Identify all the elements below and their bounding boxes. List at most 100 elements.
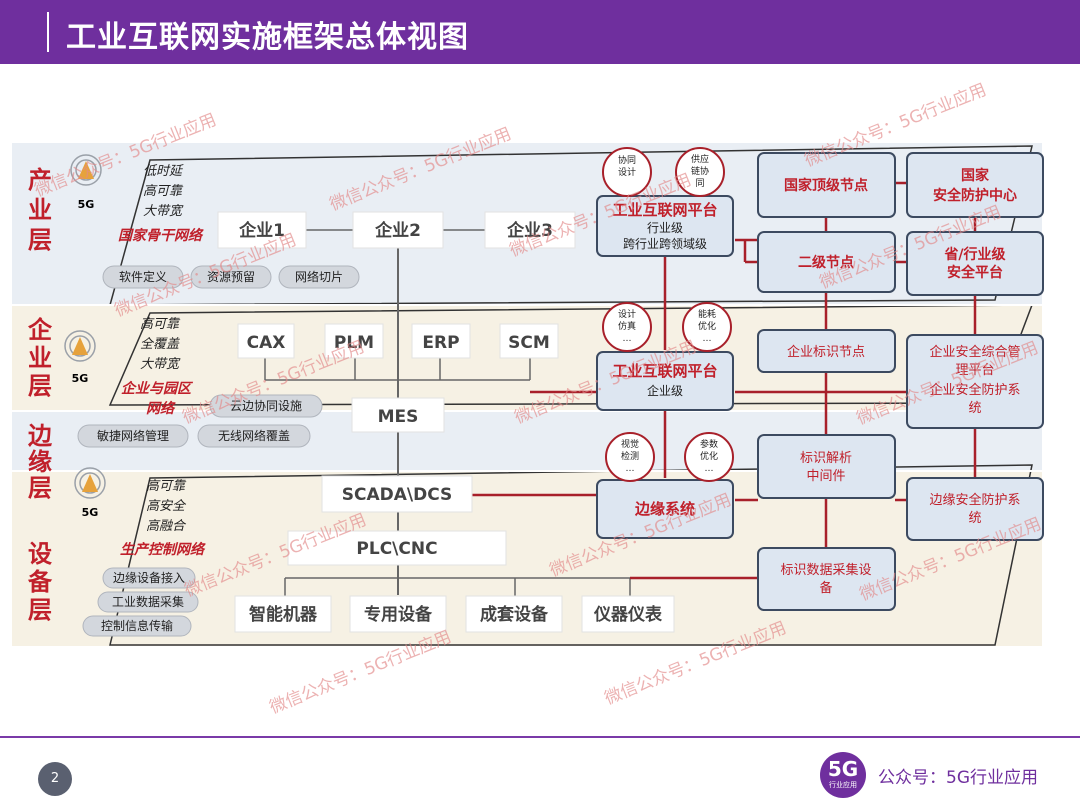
feature-text: 高融合 (146, 519, 187, 534)
capability-pill: 云边协同设施 (209, 394, 323, 418)
secondary-node-box: 二级节点 (757, 231, 896, 293)
svg-text:软件定义: 软件定义 (119, 269, 167, 284)
layer-label-industry: 产业层 (28, 166, 52, 254)
svg-text:企业安全防护系: 企业安全防护系 (929, 382, 1020, 398)
5g-antenna-icon: 5G (70, 154, 102, 211)
svg-text:仿真: 仿真 (618, 320, 636, 332)
app-circle: 设计仿真… (602, 302, 652, 352)
svg-text:CAX: CAX (247, 333, 286, 353)
capability-pill: 工业数据采集 (97, 591, 199, 613)
svg-text:边缘设备接入: 边缘设备接入 (113, 570, 185, 585)
enterprise-box: 企业2 (352, 211, 444, 249)
mes-box: MES (351, 397, 445, 433)
svg-text:企业安全综合管: 企业安全综合管 (929, 344, 1020, 360)
app-circle: 视觉检测… (605, 432, 655, 482)
footer-divider (0, 736, 1080, 738)
industry-platform-box: 工业互联网平台 行业级 跨行业跨领域级 (596, 195, 734, 257)
svg-text:敏捷网络管理: 敏捷网络管理 (97, 428, 169, 443)
network-name: 网络 (146, 400, 176, 417)
svg-text:安全防护中心: 安全防护中心 (933, 187, 1017, 204)
svg-text:国家: 国家 (961, 167, 990, 184)
svg-text:备: 备 (819, 580, 832, 596)
capability-pill: 敏捷网络管理 (77, 424, 189, 448)
svg-text:专用设备: 专用设备 (364, 604, 433, 625)
feature-text: 大带宽 (143, 203, 184, 219)
svg-text:控制信息传输: 控制信息传输 (101, 618, 173, 633)
svg-text:工业数据采集: 工业数据采集 (112, 594, 184, 609)
svg-text:…: … (626, 464, 635, 474)
svg-text:工业互联网平台: 工业互联网平台 (612, 201, 717, 219)
svg-text:企业2: 企业2 (374, 220, 421, 241)
svg-text:行业级: 行业级 (647, 221, 683, 235)
device-box: 智能机器 (234, 595, 332, 633)
national-top-node-box: 国家顶级节点 (757, 152, 896, 218)
svg-text:二级节点: 二级节点 (798, 254, 854, 271)
red-connectors (465, 181, 977, 580)
page-title: 工业互联网实施框架总体视图 (66, 20, 469, 55)
svg-text:边缘安全防护系: 边缘安全防护系 (929, 492, 1020, 508)
svg-text:智能机器: 智能机器 (249, 604, 318, 625)
system-box: PLM (324, 323, 384, 359)
capability-pill: 边缘设备接入 (102, 567, 196, 589)
svg-text:云边协同设施: 云边协同设施 (230, 398, 302, 413)
svg-text:ERP: ERP (422, 333, 459, 353)
network-name: 国家骨干网络 (118, 227, 204, 244)
svg-text:统: 统 (968, 401, 981, 416)
svg-text:…: … (703, 334, 712, 344)
title-accent-bar (47, 12, 49, 52)
feature-text: 低时延 (143, 164, 184, 179)
system-box: CAX (237, 323, 295, 359)
svg-text:标识数据采集设: 标识数据采集设 (780, 562, 871, 578)
network-name: 生产控制网络 (120, 541, 206, 558)
svg-text:5G: 5G (82, 506, 99, 519)
svg-text:网络切片: 网络切片 (295, 269, 343, 284)
svg-text:能耗: 能耗 (698, 308, 716, 320)
capability-pill: 资源预留 (190, 265, 272, 289)
enterprise-id-node-box: 企业标识节点 (757, 329, 896, 373)
svg-text:边缘系统: 边缘系统 (634, 500, 695, 518)
5g-antenna-icon: 5G (74, 467, 106, 519)
feature-text: 高安全 (146, 498, 187, 514)
brand-logo: 5G 行业应用 (820, 752, 866, 798)
capability-pill: 无线网络覆盖 (197, 424, 311, 448)
feature-text: 高可靠 (146, 479, 187, 494)
svg-text:成套设备: 成套设备 (480, 604, 549, 625)
5g-antenna-icon: 5G (64, 330, 96, 385)
layer-label-device: 设备层 (27, 540, 53, 624)
svg-text:企业级: 企业级 (647, 383, 683, 398)
device-box: 成套设备 (465, 595, 563, 633)
svg-text:工业互联网平台: 工业互联网平台 (612, 362, 717, 380)
svg-text:理平台: 理平台 (955, 363, 994, 378)
svg-text:跨行业跨领域级: 跨行业跨领域级 (623, 237, 707, 251)
capability-pill: 控制信息传输 (82, 615, 192, 637)
network-name: 企业与园区 (121, 380, 194, 397)
svg-text:供应: 供应 (691, 153, 709, 165)
svg-text:省/行业级: 省/行业级 (943, 246, 1006, 263)
plc-box: PLC\CNC (287, 530, 507, 566)
device-plane (109, 464, 1033, 646)
scada-box: SCADA\DCS (321, 475, 473, 513)
svg-text:PLM: PLM (334, 333, 374, 353)
svg-text:5G: 5G (72, 372, 89, 385)
capability-pill: 网络切片 (278, 265, 360, 289)
feature-text: 高可靠 (143, 184, 184, 199)
svg-text:标识解析: 标识解析 (800, 451, 852, 466)
capability-pill: 软件定义 (102, 265, 184, 289)
svg-text:统: 统 (968, 511, 981, 526)
svg-text:企业标识节点: 企业标识节点 (787, 344, 865, 360)
svg-text:…: … (623, 334, 632, 344)
enterprise-box: 企业3 (484, 211, 576, 249)
footer-account: 公众号：5G行业应用 (878, 768, 1038, 788)
svg-text:设计: 设计 (618, 166, 636, 178)
svg-text:SCADA\DCS: SCADA\DCS (342, 485, 453, 505)
title-bar: 工业互联网实施框架总体视图 (0, 0, 1080, 64)
svg-text:参数: 参数 (700, 438, 718, 450)
svg-text:安全平台: 安全平台 (947, 264, 1003, 281)
